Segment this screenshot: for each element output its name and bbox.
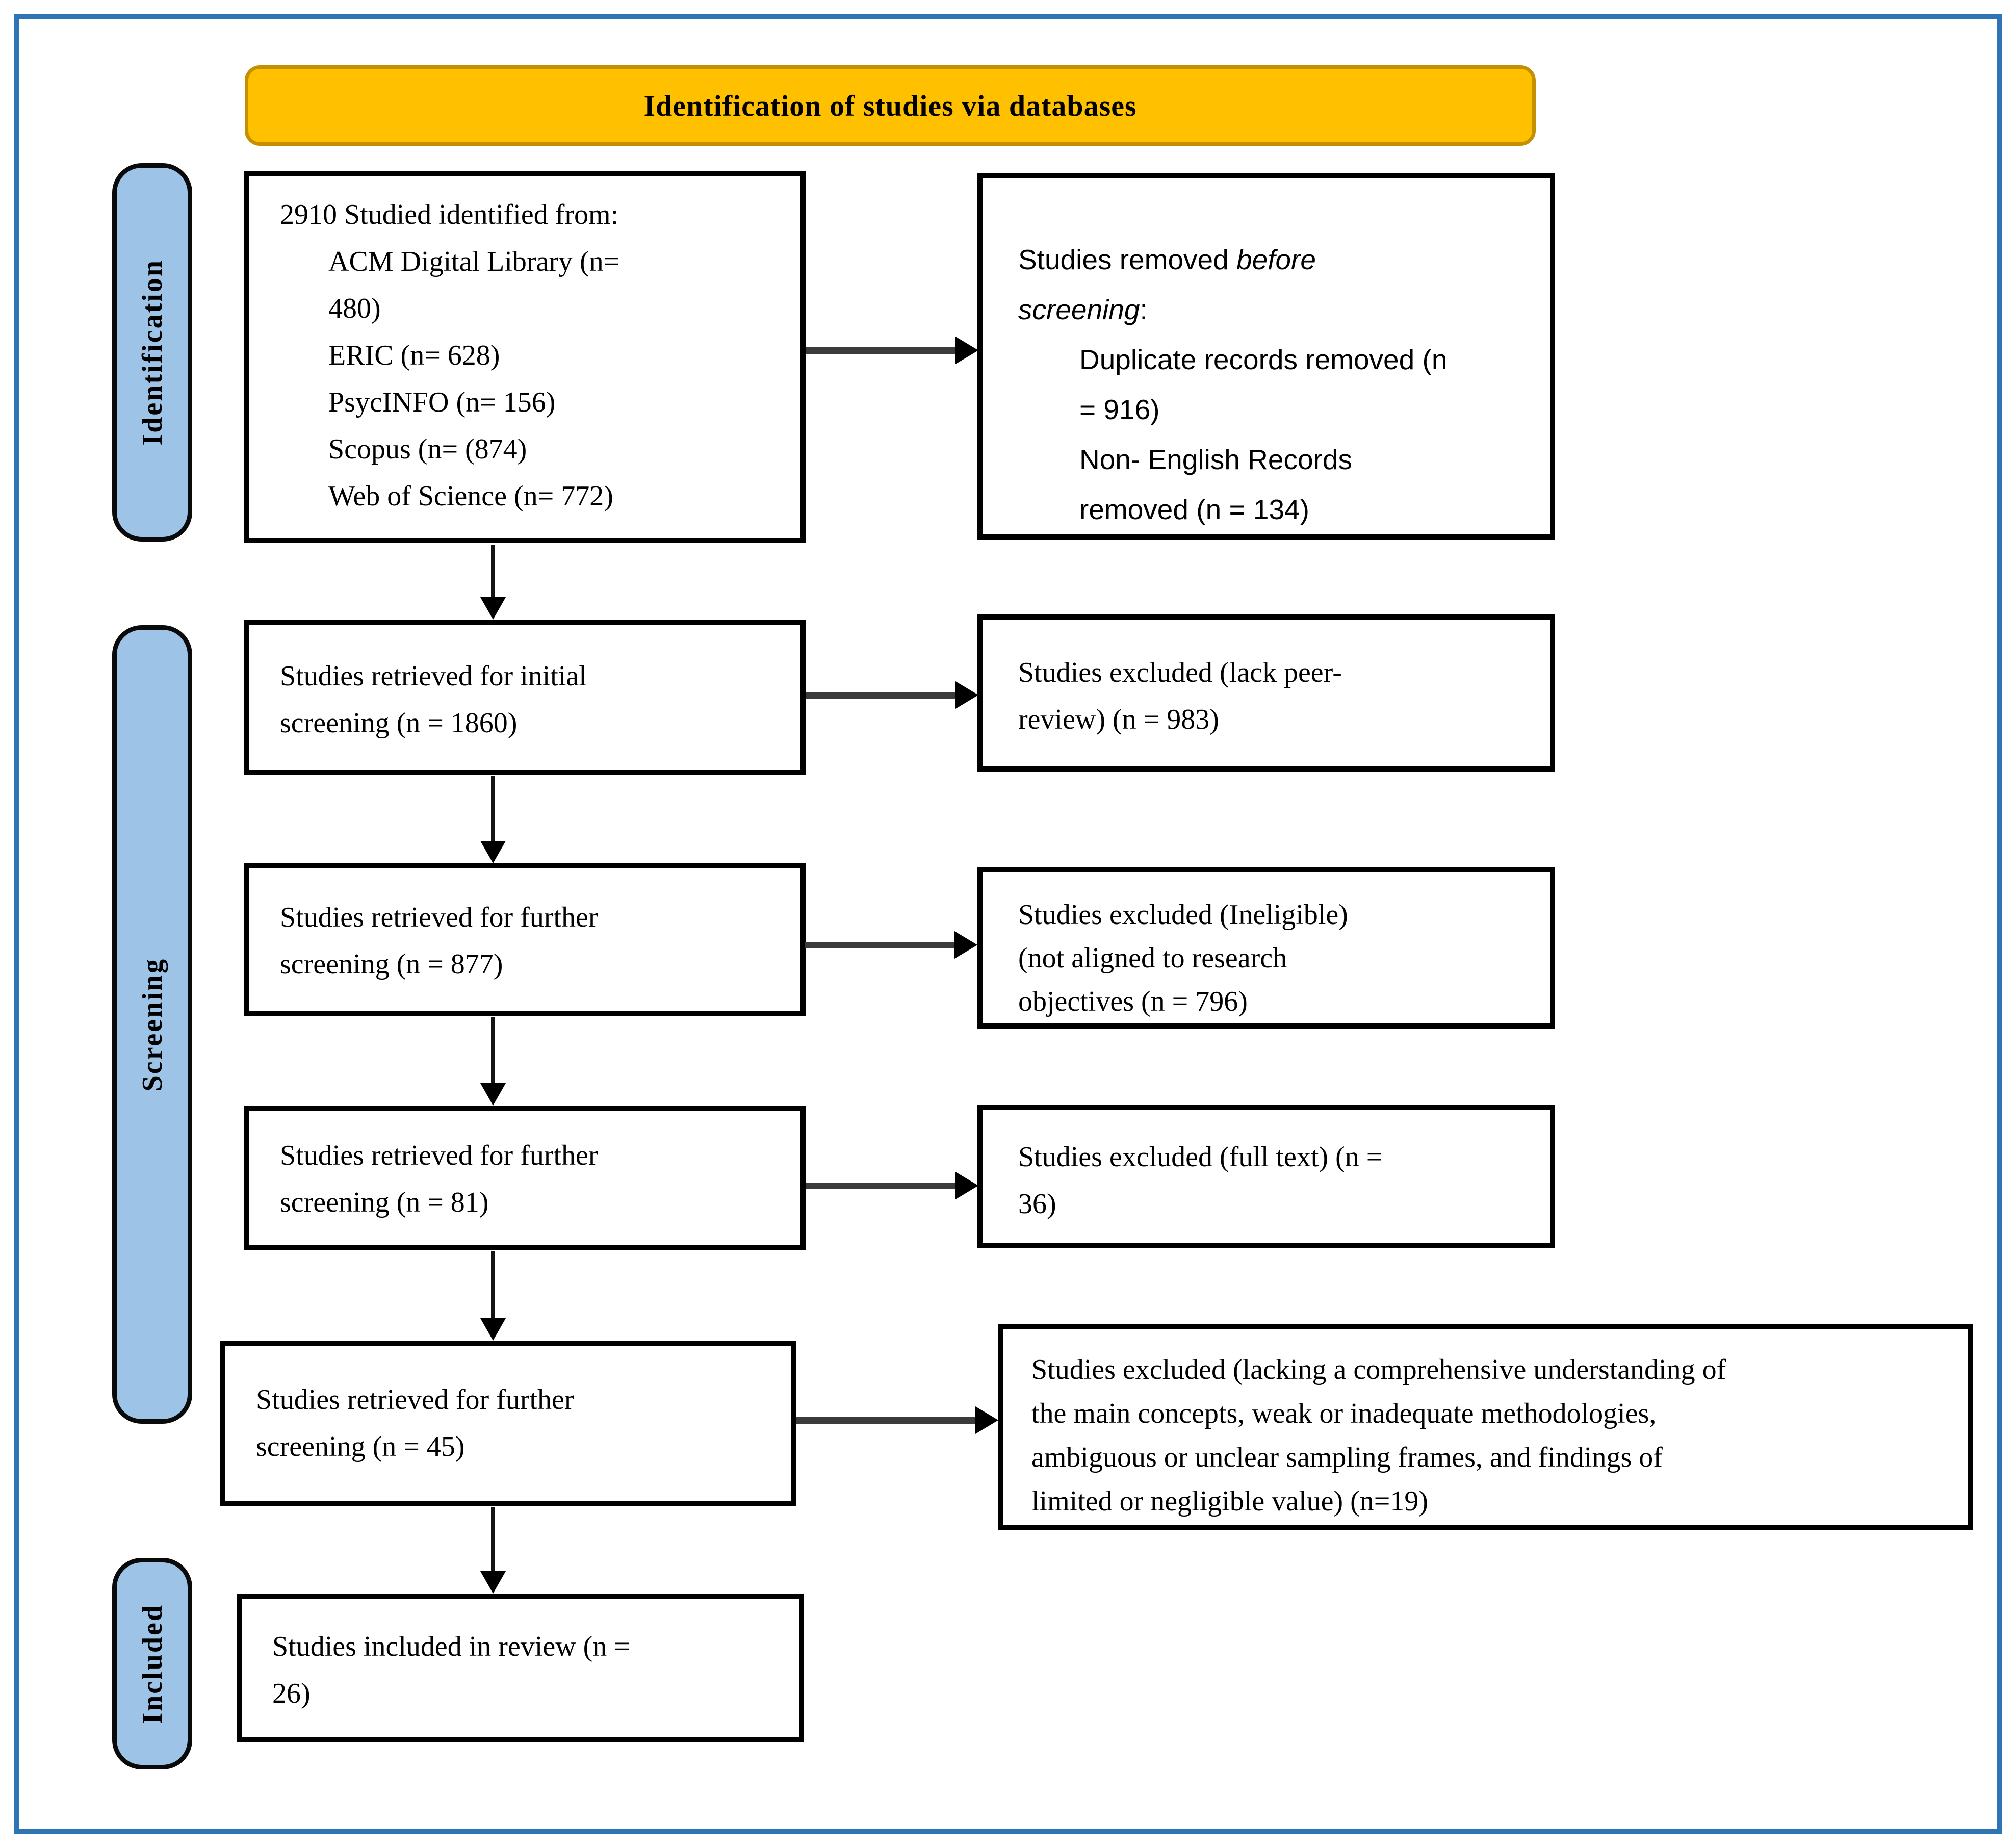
- arrowhead-initial-to-further877: [480, 841, 506, 863]
- arrow-identified-to-initial: [491, 545, 495, 599]
- arrowhead-further81-to-further45: [480, 1318, 506, 1341]
- arrow-further81-to-excluded-fulltext: [806, 1183, 957, 1189]
- text-line: the main concepts, weak or inadequate me…: [1031, 1398, 1657, 1429]
- arrowhead-further877-to-further81: [480, 1083, 506, 1106]
- box-removed-before-screening: Studies removed before screening: Duplic…: [977, 173, 1555, 540]
- arrow-further45-to-excluded-quality: [796, 1417, 976, 1424]
- arrow-identified-to-removed: [806, 347, 957, 354]
- arrowhead-identified-to-removed: [955, 337, 978, 364]
- text-line: Studies excluded (lacking a comprehensiv…: [1031, 1354, 1726, 1385]
- arrow-initial-to-further877: [491, 776, 495, 843]
- box-further-screening-81: Studies retrieved for further screening …: [244, 1106, 806, 1250]
- box-excluded-full-text: Studies excluded (full text) (n = 36): [977, 1105, 1555, 1248]
- arrow-initial-to-excluded-peer: [806, 692, 957, 699]
- text-line: Studies excluded (lack peer-: [1018, 657, 1342, 688]
- sidebar-stage-included: Included: [112, 1558, 192, 1769]
- arrow-further877-to-further81: [491, 1017, 495, 1085]
- text-line: ACM Digital Library (n=: [328, 246, 620, 277]
- arrowhead-identified-to-initial: [480, 597, 506, 620]
- text-line: screening (n = 1860): [280, 707, 518, 739]
- sidebar-stage-screening: Screening: [112, 625, 192, 1424]
- text-line: 36): [1018, 1188, 1056, 1220]
- box-excluded-ineligible: Studies excluded (Ineligible) (not align…: [977, 867, 1555, 1029]
- text-line: Non- English Records: [1079, 444, 1352, 475]
- text-line: screening (n = 81): [280, 1187, 489, 1218]
- box-excluded-quality-reasons: Studies excluded (lacking a comprehensiv…: [998, 1324, 1973, 1530]
- text-line: screening:: [1018, 285, 1540, 335]
- text-line: Web of Science (n= 772): [328, 480, 613, 512]
- text-line: removed (n = 134): [1079, 494, 1309, 525]
- arrowhead-further81-to-excluded-fulltext: [955, 1172, 978, 1199]
- text-line: Studies excluded (Ineligible): [1018, 899, 1348, 931]
- text-line: (not aligned to research: [1018, 942, 1287, 974]
- box-further-screening-45: Studies retrieved for further screening …: [220, 1341, 796, 1506]
- banner-identification-via-databases: Identification of studies via databases: [245, 65, 1536, 146]
- stage-label-included: Included: [136, 1603, 168, 1724]
- arrowhead-initial-to-excluded-peer: [955, 681, 978, 709]
- box-included-in-review: Studies included in review (n = 26): [237, 1594, 804, 1742]
- text-segment: Studies removed: [1018, 244, 1236, 275]
- arrow-further45-to-included: [491, 1507, 495, 1573]
- text-line: review) (n = 983): [1018, 704, 1219, 735]
- sidebar-stage-identification: Identification: [112, 163, 192, 542]
- text-line: Studies retrieved for further: [256, 1384, 574, 1416]
- arrow-further877-to-excluded-ineligible: [805, 942, 955, 948]
- text-line: ambiguous or unclear sampling frames, an…: [1031, 1442, 1663, 1473]
- text-line: Studies retrieved for further: [280, 902, 598, 933]
- text-segment-italic: before: [1236, 244, 1316, 275]
- text-line: Studies excluded (full text) (n =: [1018, 1141, 1383, 1173]
- arrowhead-further877-to-excluded-ineligible: [954, 931, 977, 959]
- text-line: limited or negligible value) (n=19): [1031, 1485, 1429, 1517]
- arrow-further81-to-further45: [491, 1251, 495, 1320]
- text-segment-italic: screening: [1018, 294, 1140, 325]
- text-line: Studies retrieved for further: [280, 1140, 598, 1171]
- banner-label: Identification of studies via databases: [643, 89, 1137, 122]
- text-line: Studies retrieved for initial: [280, 660, 587, 692]
- text-line: Scopus (n= (874): [328, 433, 527, 465]
- text-line: 2910 Studied identified from:: [280, 199, 619, 230]
- text-line: Studies removed before: [1018, 235, 1540, 285]
- outer-border: [14, 14, 2002, 1834]
- arrowhead-further45-to-included: [480, 1571, 506, 1594]
- box-further-screening-877: Studies retrieved for further screening …: [244, 863, 806, 1016]
- text-line: 26): [272, 1678, 311, 1709]
- stage-label-screening: Screening: [136, 957, 168, 1092]
- stage-label-identification: Identification: [136, 259, 168, 446]
- box-studies-identified: 2910 Studied identified from: ACM Digita…: [244, 171, 806, 543]
- text-line: = 916): [1079, 394, 1160, 425]
- arrowhead-further45-to-excluded-quality: [975, 1406, 998, 1434]
- text-line: objectives (n = 796): [1018, 986, 1248, 1017]
- text-line: Studies included in review (n =: [272, 1631, 630, 1662]
- box-initial-screening: Studies retrieved for initial screening …: [244, 620, 806, 775]
- text-segment: :: [1140, 294, 1148, 325]
- text-line: PsycINFO (n= 156): [328, 387, 556, 418]
- text-line: Duplicate records removed (n: [1079, 344, 1448, 375]
- text-line: ERIC (n= 628): [328, 340, 500, 371]
- text-line: screening (n = 45): [256, 1431, 465, 1462]
- text-line: 480): [328, 293, 381, 324]
- text-line: screening (n = 877): [280, 948, 503, 980]
- box-excluded-lack-peer-review: Studies excluded (lack peer- review) (n …: [977, 614, 1555, 772]
